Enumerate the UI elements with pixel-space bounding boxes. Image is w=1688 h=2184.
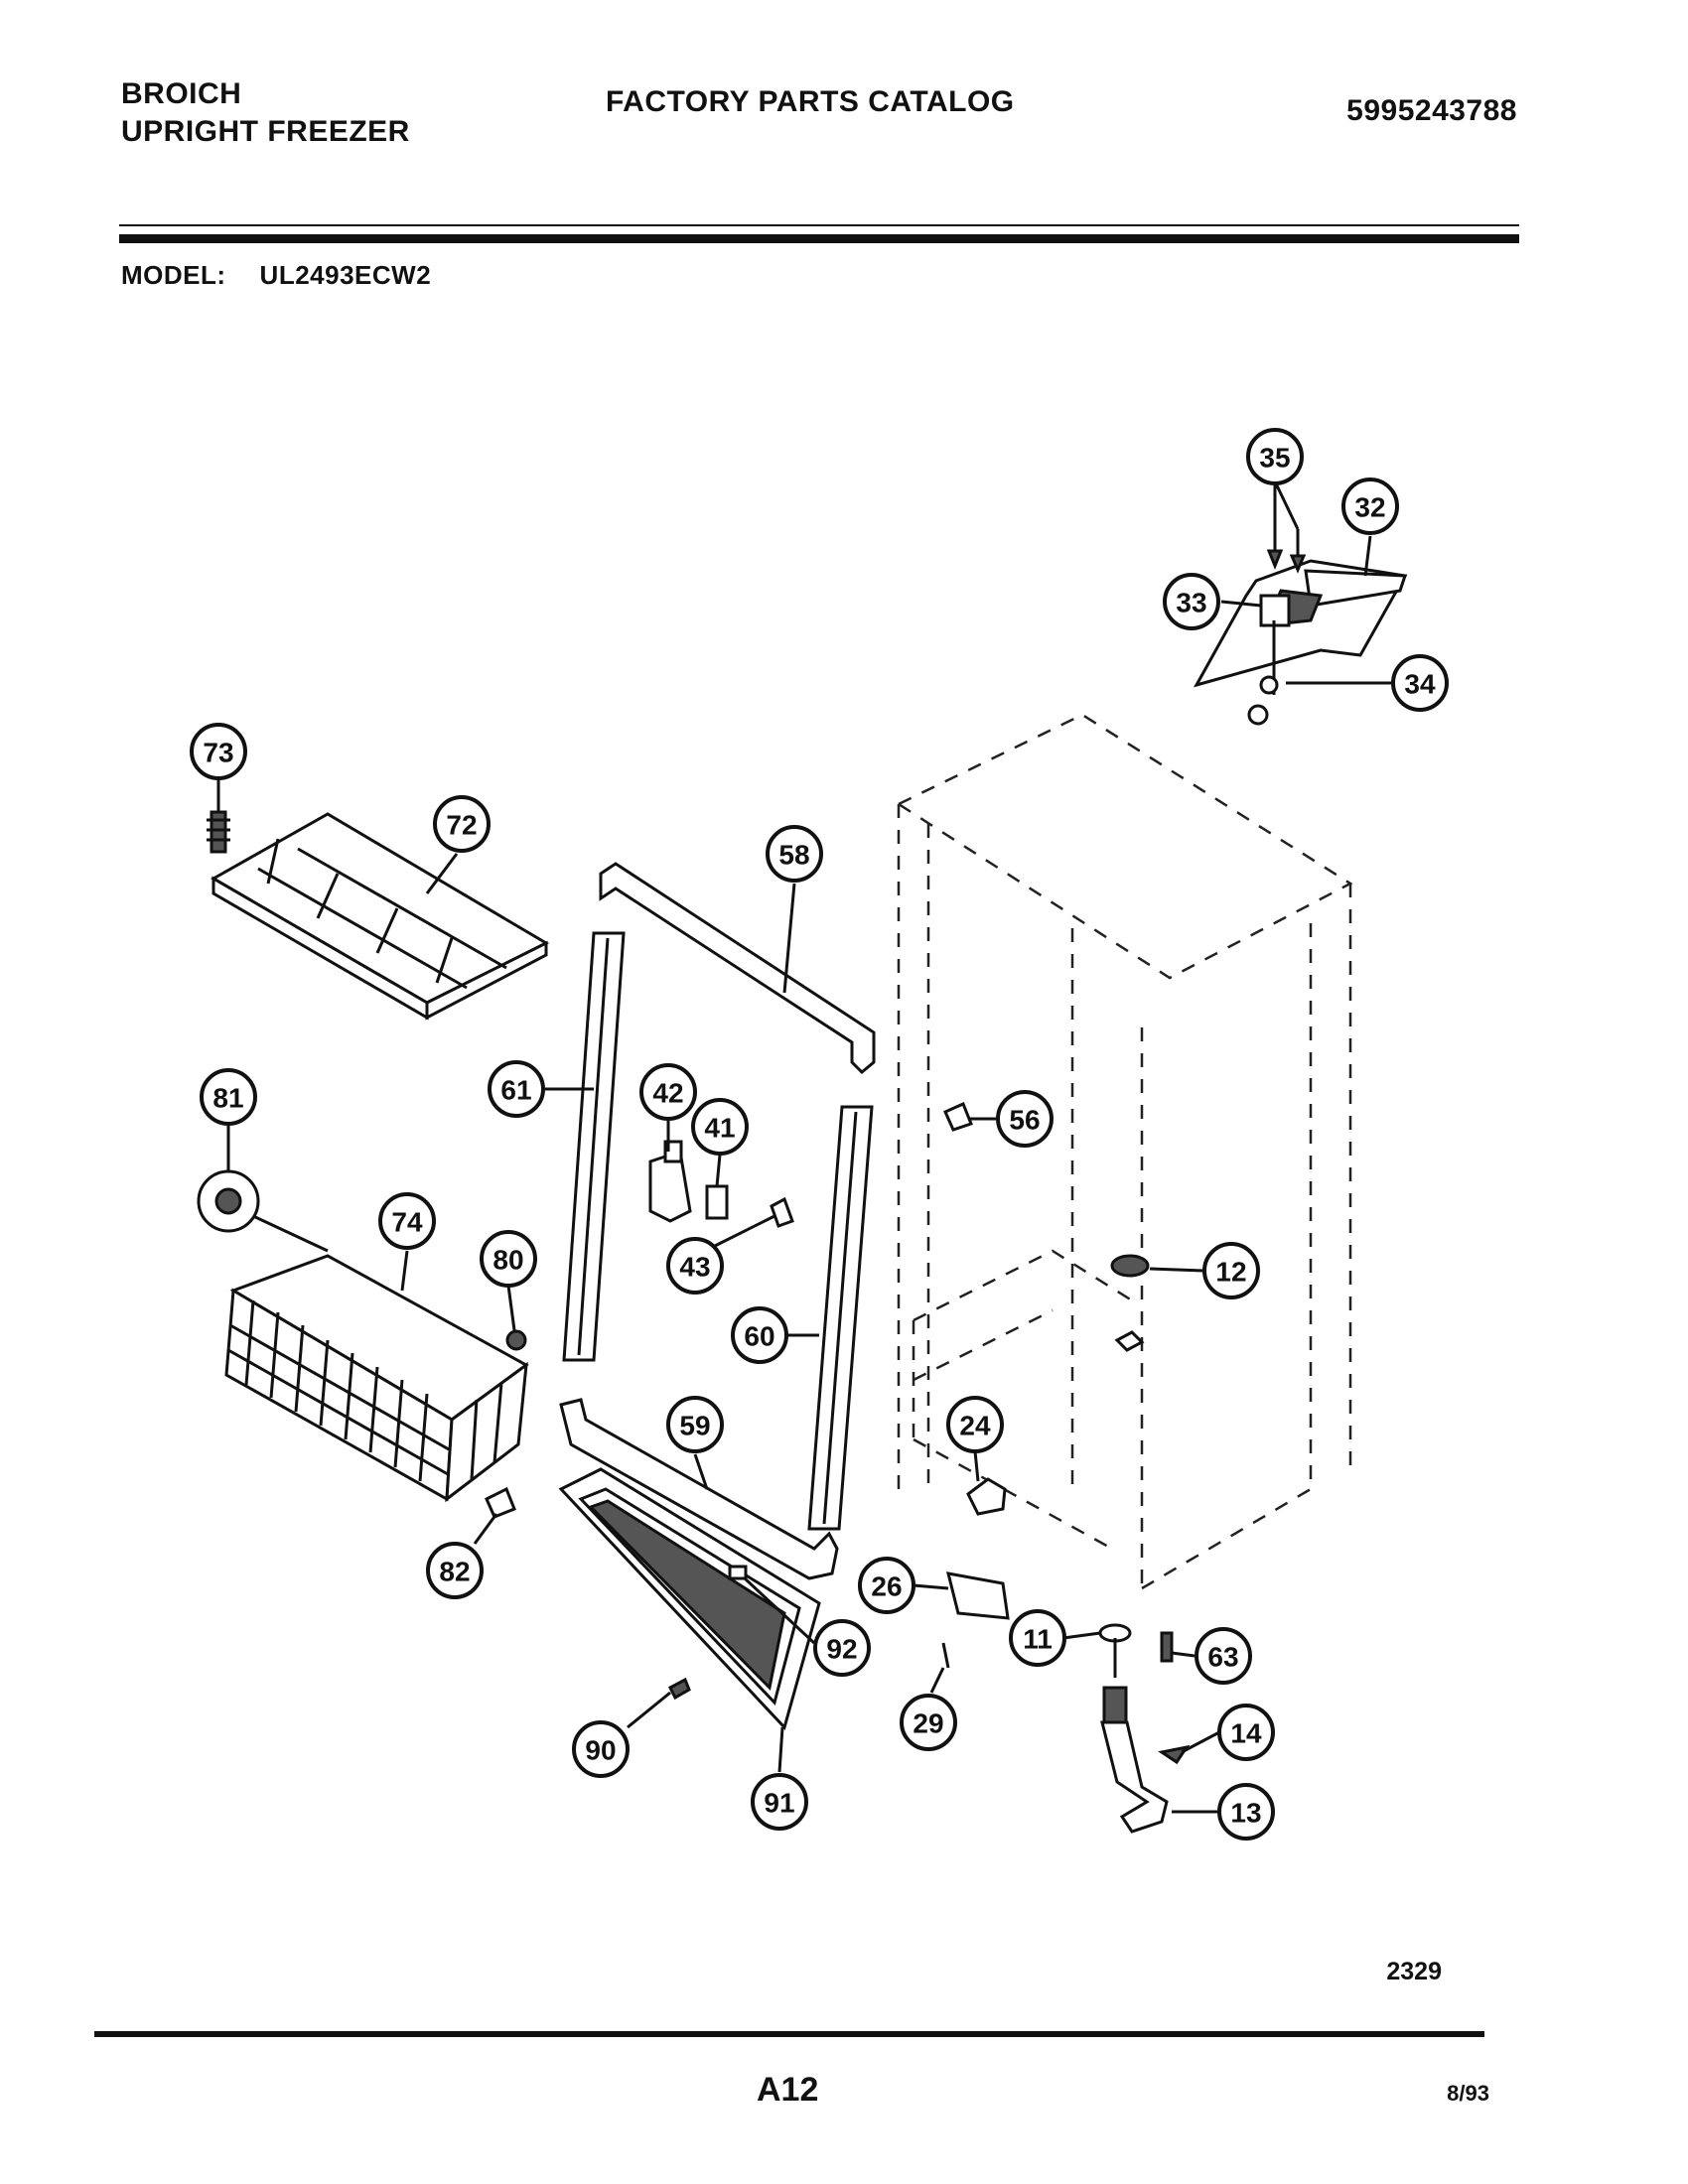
page-number: A12 bbox=[757, 2071, 819, 2109]
basket-part bbox=[224, 1254, 529, 1503]
callout-label: 42 bbox=[652, 1078, 683, 1109]
callout-14: 14 bbox=[1217, 1704, 1275, 1761]
callout-label: 43 bbox=[679, 1252, 710, 1283]
callout-label: 41 bbox=[704, 1113, 735, 1144]
callout-35: 35 bbox=[1246, 428, 1304, 485]
callout-label: 12 bbox=[1215, 1257, 1246, 1288]
callout-26: 26 bbox=[858, 1557, 915, 1614]
callout-81: 81 bbox=[200, 1068, 257, 1126]
callout-73: 73 bbox=[190, 723, 247, 780]
door-panel bbox=[558, 1467, 821, 1730]
clip-part bbox=[943, 1101, 973, 1132]
callout-label: 13 bbox=[1230, 1798, 1261, 1829]
brand-name: BROICH bbox=[121, 77, 242, 110]
bracket-part bbox=[945, 1571, 1010, 1620]
drawing-number: 2329 bbox=[1386, 1958, 1442, 1985]
callout-label: 34 bbox=[1404, 669, 1436, 700]
callout-label: 81 bbox=[212, 1083, 243, 1114]
callout-label: 91 bbox=[764, 1788, 794, 1819]
callout-label: 72 bbox=[446, 810, 477, 841]
callout-74: 74 bbox=[378, 1192, 436, 1250]
door-screw bbox=[668, 1677, 691, 1701]
switch-parts bbox=[648, 1140, 794, 1228]
knob-part bbox=[505, 1329, 527, 1351]
callout-label: 33 bbox=[1176, 588, 1206, 618]
header-rule-thin bbox=[119, 224, 1519, 226]
callout-label: 92 bbox=[826, 1634, 857, 1665]
callout-label: 60 bbox=[744, 1321, 774, 1352]
callout-label: 11 bbox=[1023, 1624, 1053, 1655]
callout-80: 80 bbox=[480, 1230, 537, 1288]
callout-label: 26 bbox=[871, 1571, 902, 1602]
callout-label: 35 bbox=[1259, 443, 1290, 474]
callout-43: 43 bbox=[666, 1237, 724, 1295]
callout-34: 34 bbox=[1391, 654, 1449, 712]
callout-label: 61 bbox=[500, 1075, 531, 1106]
callout-33: 33 bbox=[1163, 573, 1220, 630]
callout-label: 63 bbox=[1207, 1642, 1238, 1673]
callout-label: 56 bbox=[1009, 1105, 1040, 1136]
callout-90: 90 bbox=[572, 1720, 630, 1778]
ring-part bbox=[197, 1169, 329, 1253]
callout-label: 58 bbox=[778, 840, 809, 871]
model-line: MODEL: UL2493ECW2 bbox=[121, 260, 431, 291]
callout-42: 42 bbox=[639, 1063, 697, 1121]
callout-58: 58 bbox=[766, 825, 823, 883]
screw-part bbox=[207, 810, 230, 854]
callout-24: 24 bbox=[946, 1396, 1004, 1453]
callout-32: 32 bbox=[1341, 478, 1399, 535]
catalog-number: 5995243788 bbox=[1346, 94, 1517, 127]
product-type: UPRIGHT FREEZER bbox=[121, 115, 410, 148]
brand-block: BROICH UPRIGHT FREEZER bbox=[121, 75, 410, 151]
callout-label: 80 bbox=[492, 1245, 523, 1276]
leader-lines bbox=[216, 480, 1395, 1814]
revision-date: 8/93 bbox=[1447, 2081, 1489, 2106]
callout-label: 90 bbox=[585, 1735, 616, 1766]
drain-assembly bbox=[1098, 1623, 1191, 1834]
top-hinge-assembly bbox=[1193, 526, 1408, 726]
callout-label: 73 bbox=[203, 738, 233, 768]
cabinet-outline bbox=[896, 713, 1353, 1590]
callout-13: 13 bbox=[1217, 1783, 1275, 1841]
callout-label: 14 bbox=[1230, 1718, 1262, 1749]
callout-72: 72 bbox=[433, 795, 491, 853]
catalog-title: FACTORY PARTS CATALOG bbox=[606, 85, 1015, 118]
callout-label: 24 bbox=[959, 1411, 991, 1441]
callout-label: 74 bbox=[391, 1207, 423, 1238]
callout-12: 12 bbox=[1202, 1242, 1260, 1299]
callout-82: 82 bbox=[426, 1542, 484, 1599]
callout-29: 29 bbox=[900, 1694, 957, 1751]
callout-11: 11 bbox=[1009, 1609, 1066, 1667]
callout-60: 60 bbox=[731, 1306, 788, 1364]
callout-label: 29 bbox=[913, 1708, 943, 1739]
leveler-part bbox=[1110, 1254, 1150, 1278]
callout-label: 32 bbox=[1354, 492, 1385, 523]
shelf-part bbox=[210, 812, 550, 1021]
gasket-top bbox=[599, 862, 876, 1075]
callout-59: 59 bbox=[666, 1396, 724, 1453]
callout-label: 82 bbox=[439, 1557, 470, 1587]
gasket-bottom bbox=[559, 1398, 839, 1580]
latch-part bbox=[966, 1477, 1007, 1516]
model-label: MODEL: bbox=[121, 260, 226, 290]
callout-61: 61 bbox=[488, 1060, 545, 1118]
callout-bubbles: 35 32 33 34 73 72 58 61 42 41 56 81 74 80 43 60 12 59 24 82… bbox=[190, 428, 1449, 1841]
callout-63: 63 bbox=[1195, 1627, 1252, 1685]
model-value: UL2493ECW2 bbox=[259, 260, 432, 290]
callout-92: 92 bbox=[813, 1619, 871, 1677]
callout-label: 59 bbox=[679, 1411, 710, 1441]
footer-rule bbox=[94, 2031, 1484, 2037]
stopper-part bbox=[485, 1486, 516, 1519]
callout-41: 41 bbox=[691, 1098, 749, 1156]
callout-91: 91 bbox=[751, 1773, 808, 1831]
gasket-right bbox=[807, 1105, 874, 1531]
pin-part bbox=[941, 1642, 950, 1669]
callout-56: 56 bbox=[996, 1090, 1054, 1148]
header-rule bbox=[119, 234, 1519, 243]
gasket-left bbox=[562, 931, 626, 1362]
